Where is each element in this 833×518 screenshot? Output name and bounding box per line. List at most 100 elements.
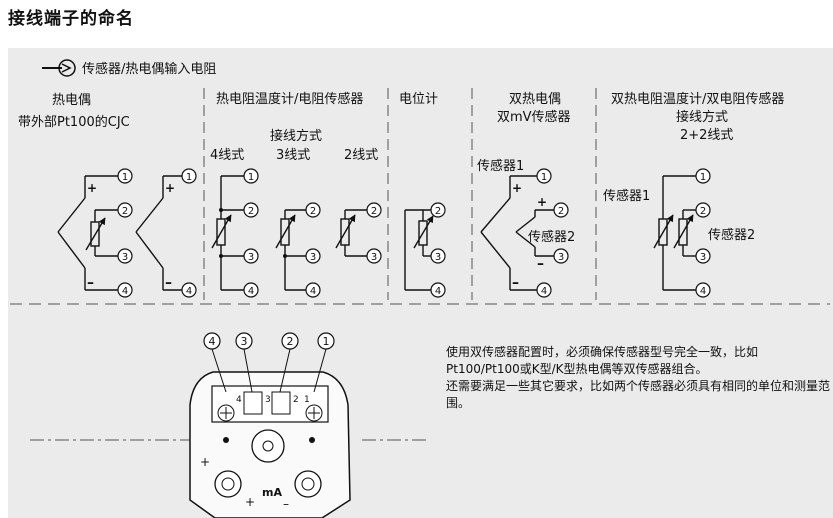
svg-text:1: 1 bbox=[122, 172, 128, 183]
svg-text:4: 4 bbox=[209, 335, 216, 348]
potentiometer-diagram bbox=[404, 209, 434, 291]
terminal-3: 3 bbox=[553, 248, 569, 264]
terminal-4: 4 bbox=[305, 282, 321, 298]
svg-text:1: 1 bbox=[700, 172, 706, 183]
svg-text:+: + bbox=[512, 181, 522, 195]
device-housing: 4 3 2 1 + + – mA bbox=[30, 371, 430, 518]
rtd-4wire: 4线式 bbox=[210, 148, 244, 163]
housing-term-4: 4 bbox=[236, 395, 242, 405]
svg-text:–: – bbox=[165, 275, 172, 291]
page-title: 接线端子的命名 bbox=[8, 9, 134, 29]
svg-text:4: 4 bbox=[435, 286, 441, 297]
pot-header: 电位计 bbox=[399, 92, 438, 107]
terminal-3: 3 bbox=[243, 248, 259, 264]
terminal-3: 3 bbox=[117, 248, 133, 264]
terminal-1: 1 bbox=[181, 168, 197, 184]
terminal-2: 2 bbox=[430, 202, 446, 218]
terminal-4: 4 bbox=[243, 282, 259, 298]
svg-text:2: 2 bbox=[435, 206, 441, 217]
dual-rtd-sensor2: 传感器2 bbox=[708, 227, 755, 243]
svg-text:3: 3 bbox=[435, 252, 441, 263]
svg-text:4: 4 bbox=[700, 286, 706, 297]
svg-text:4: 4 bbox=[186, 286, 192, 297]
svg-text:3: 3 bbox=[310, 252, 316, 263]
rtd-2wire-diagram bbox=[335, 209, 368, 257]
svg-text:2: 2 bbox=[371, 206, 377, 217]
terminal-2: 2 bbox=[117, 202, 133, 218]
terminal-1: 1 bbox=[117, 168, 133, 184]
terminal-1: 1 bbox=[243, 168, 259, 184]
device-callouts: 4 3 2 1 bbox=[203, 332, 335, 393]
svg-text:–: – bbox=[87, 275, 94, 291]
rtd-header: 热电阻温度计/电阻传感器 bbox=[216, 91, 363, 107]
svg-text:4: 4 bbox=[122, 286, 128, 297]
rtd-4wire-diagram bbox=[211, 175, 245, 291]
tc-header: 热电偶 bbox=[52, 93, 91, 108]
device-terminal-3: 3 bbox=[235, 332, 253, 393]
legend-text: 传感器/热电偶输入电阻 bbox=[82, 61, 216, 77]
dual-tc-sensor2: 传感器2 bbox=[528, 229, 575, 245]
svg-text:3: 3 bbox=[558, 252, 564, 263]
terminal-4: 4 bbox=[430, 282, 446, 298]
thermocouple-cjc bbox=[57, 175, 119, 291]
column-dividers bbox=[203, 88, 597, 300]
dual-rtd-sensor1: 传感器1 bbox=[603, 188, 650, 204]
svg-text:1: 1 bbox=[248, 172, 254, 183]
housing-term-3: 3 bbox=[265, 395, 271, 405]
svg-text:3: 3 bbox=[371, 252, 377, 263]
rtd-method: 接线方式 bbox=[270, 128, 322, 144]
rtd-3wire: 3线式 bbox=[276, 148, 310, 163]
svg-text:4: 4 bbox=[310, 286, 316, 297]
svg-text:–: – bbox=[283, 497, 289, 511]
terminal-3: 3 bbox=[695, 248, 711, 264]
dual-tc-header: 双热电偶 bbox=[509, 92, 561, 107]
svg-text:2: 2 bbox=[558, 206, 564, 217]
terminal-3: 3 bbox=[430, 248, 446, 264]
dual-rtd-wire: 2+2线式 bbox=[680, 128, 733, 143]
dual-rtd-header: 双热电阻温度计/双电阻传感器 bbox=[611, 91, 784, 107]
terminal-2: 2 bbox=[305, 202, 321, 218]
terminal-3: 3 bbox=[305, 248, 321, 264]
tc-subheader: 带外部Pt100的CJC bbox=[18, 114, 130, 130]
terminal-2: 2 bbox=[553, 202, 569, 218]
terminal-2: 2 bbox=[695, 202, 711, 218]
svg-text:1: 1 bbox=[541, 172, 547, 183]
svg-text:2: 2 bbox=[700, 206, 706, 217]
thermocouple-simple bbox=[135, 175, 183, 291]
svg-text:+: + bbox=[537, 195, 547, 209]
svg-text:1: 1 bbox=[186, 172, 192, 183]
svg-text:+: + bbox=[165, 181, 175, 195]
terminal-3: 3 bbox=[366, 248, 382, 264]
svg-text:3: 3 bbox=[241, 335, 248, 348]
terminal-1: 1 bbox=[695, 168, 711, 184]
terminal-4: 4 bbox=[695, 282, 711, 298]
arrow-right-circle-icon bbox=[42, 59, 76, 77]
svg-text:+: + bbox=[200, 455, 210, 469]
dual-sensor-note: 使用双传感器配置时，必须确保传感器型号完全一致，比如Pt100/Pt100或K型… bbox=[446, 344, 830, 412]
note-paragraph: 使用双传感器配置时，必须确保传感器型号完全一致，比如Pt100/Pt100或K型… bbox=[446, 345, 759, 376]
svg-text:+: + bbox=[245, 495, 255, 509]
svg-text:4: 4 bbox=[248, 286, 254, 297]
housing-term-1: 1 bbox=[304, 395, 310, 405]
svg-text:4: 4 bbox=[541, 286, 547, 297]
svg-text:1: 1 bbox=[323, 335, 330, 348]
device-unit: mA bbox=[262, 486, 282, 499]
svg-text:2: 2 bbox=[248, 206, 254, 217]
terminal-4: 4 bbox=[181, 282, 197, 298]
svg-text:–: – bbox=[537, 256, 544, 272]
dual-rtd-method: 接线方式 bbox=[676, 109, 728, 125]
terminal-4: 4 bbox=[117, 282, 133, 298]
device-terminal-2: 2 bbox=[279, 332, 299, 393]
svg-text:2: 2 bbox=[122, 206, 128, 217]
rtd-2wire: 2线式 bbox=[344, 148, 378, 163]
terminal-2: 2 bbox=[366, 202, 382, 218]
svg-text:–: – bbox=[512, 275, 519, 291]
dual-rtd-diagram bbox=[653, 175, 696, 291]
terminal-labels: 1 2 3 4 1 4 1 2 3 4 2 3 4 2 3 2 3 4 1 4 2 3 1 2 3 4 bbox=[117, 168, 711, 298]
svg-text:3: 3 bbox=[122, 252, 128, 263]
svg-text:+: + bbox=[87, 181, 97, 195]
svg-text:3: 3 bbox=[700, 252, 706, 263]
housing-term-2: 2 bbox=[293, 395, 299, 405]
dual-tc-subheader: 双mV传感器 bbox=[497, 109, 571, 125]
